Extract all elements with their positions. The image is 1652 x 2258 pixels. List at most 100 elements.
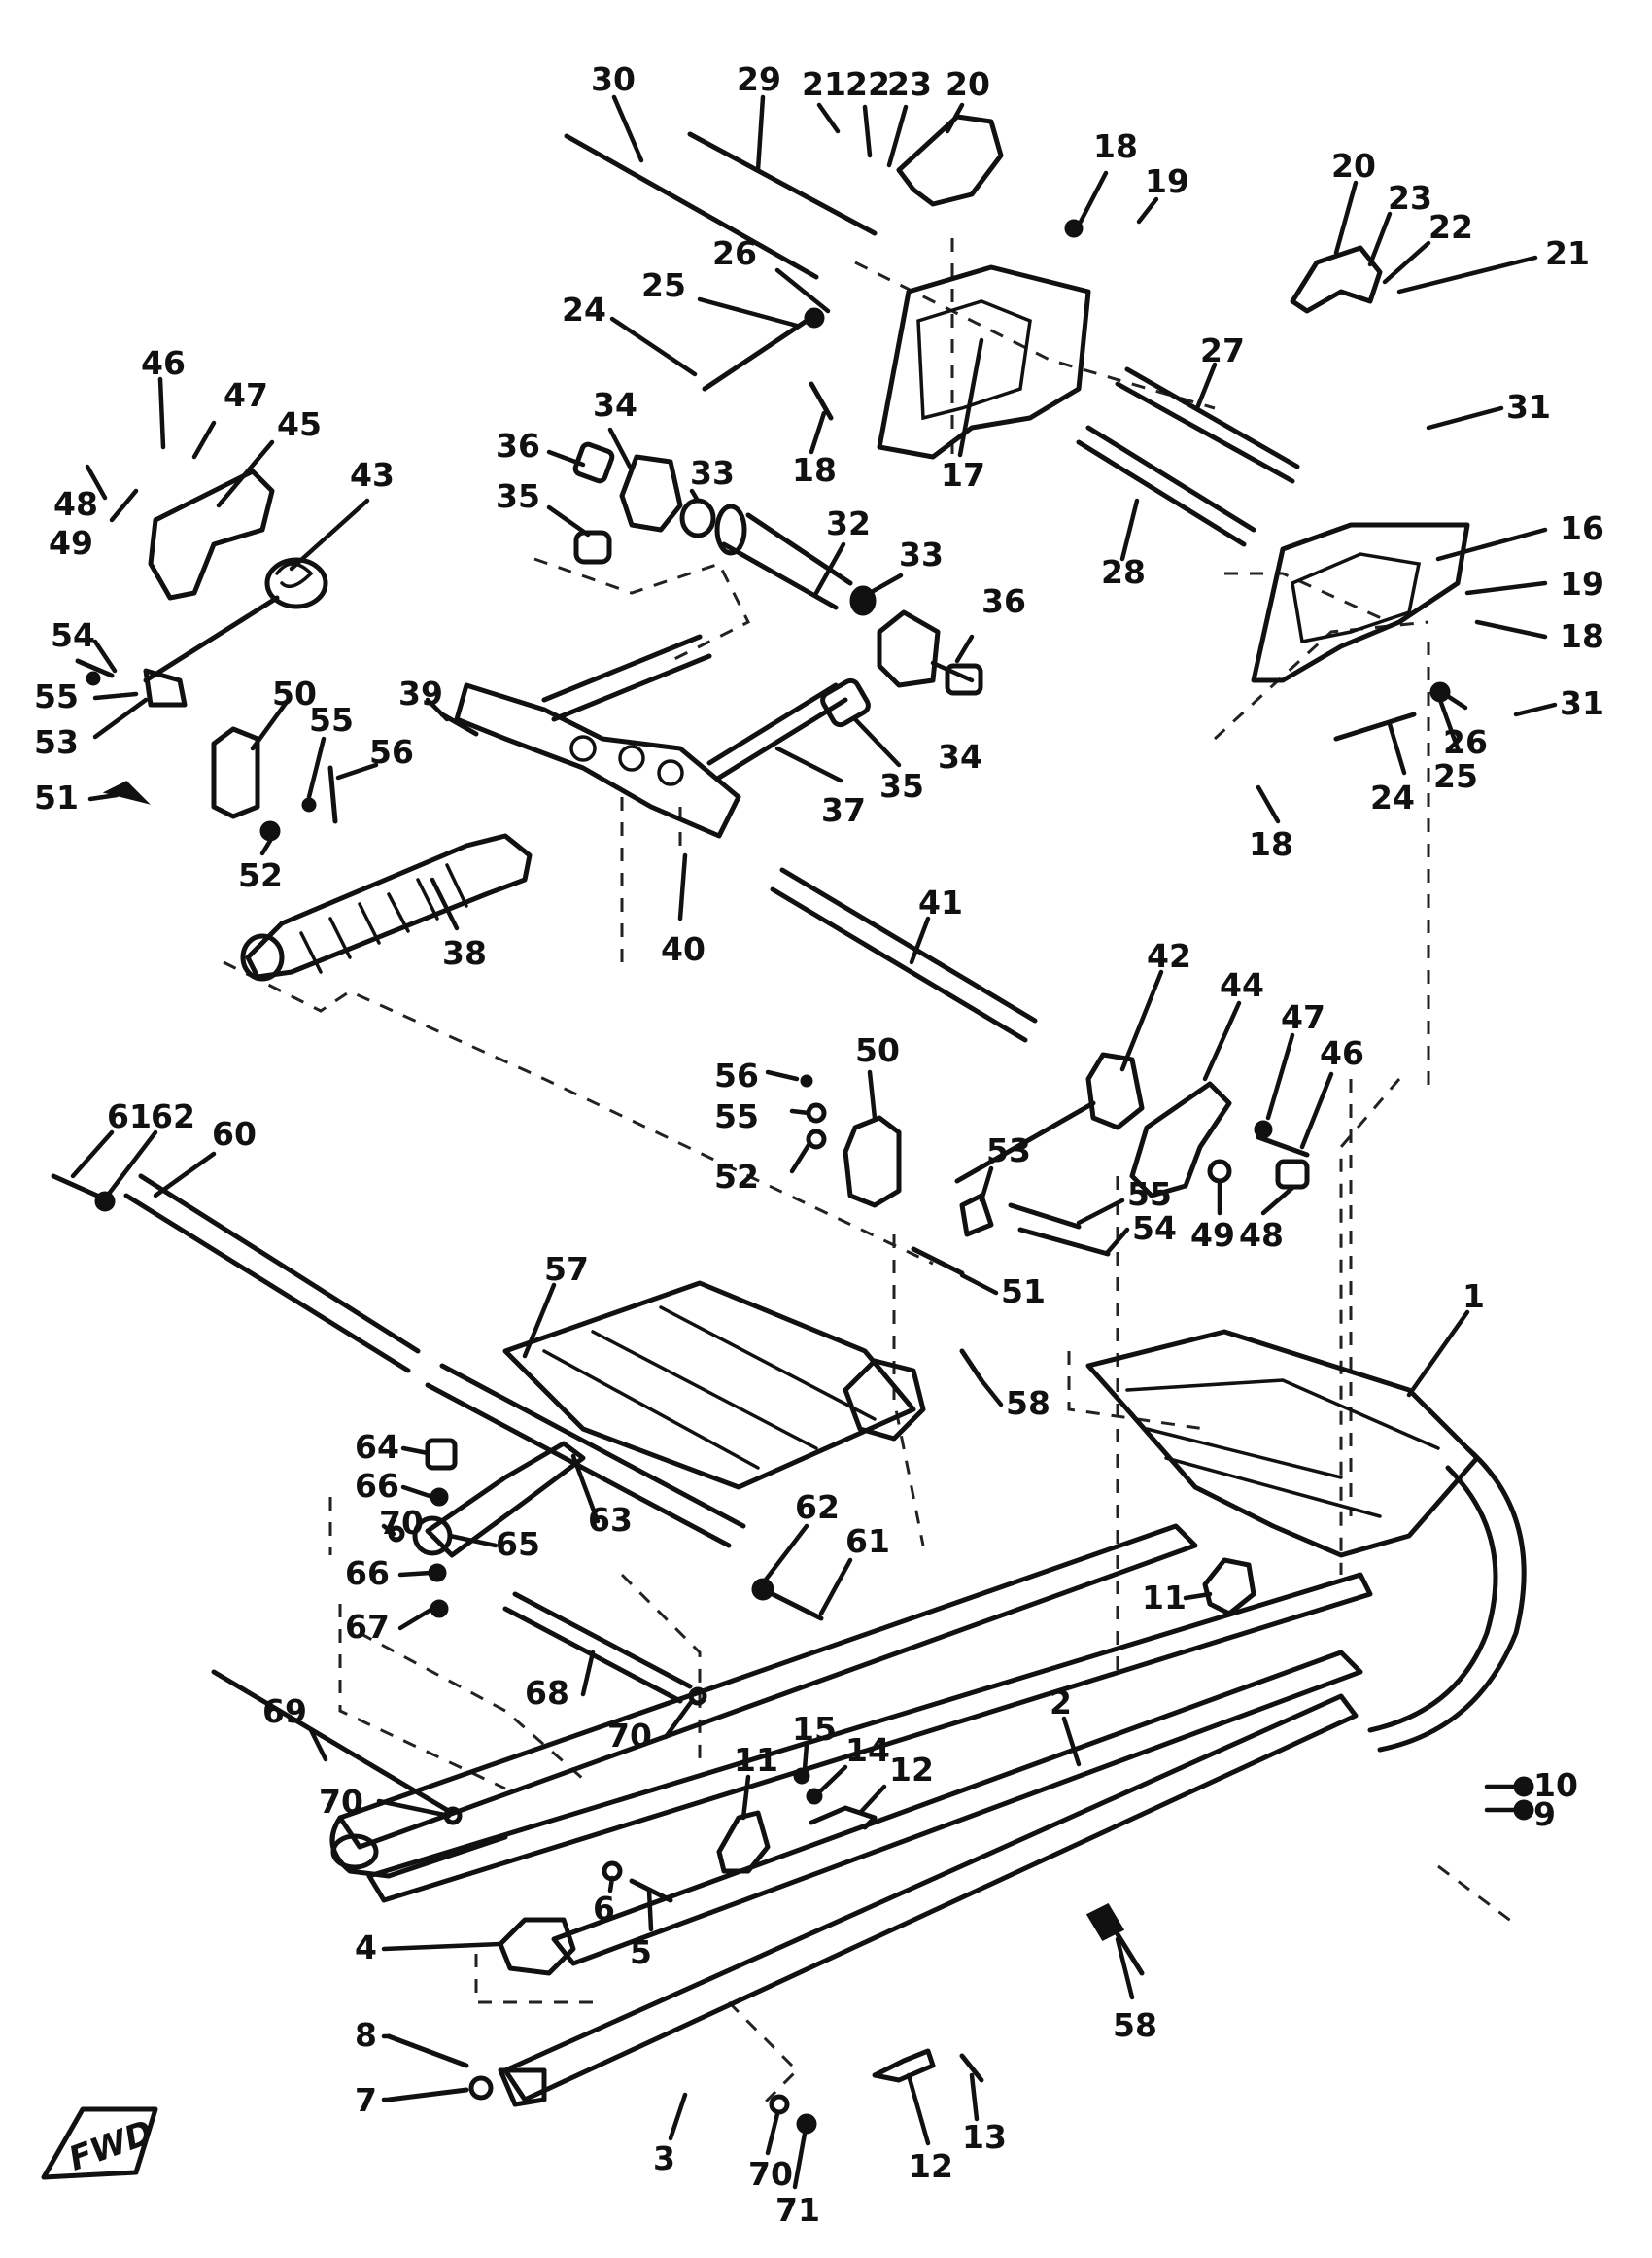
rail-curve-1 <box>1377 1445 1527 1753</box>
rail-2-eye <box>330 1833 379 1870</box>
block-53-middle <box>959 1193 994 1237</box>
callout-19b: 19 <box>1560 565 1604 603</box>
bolt-24-right <box>1333 712 1417 742</box>
callout-2: 2 <box>1050 1684 1072 1721</box>
callout-31b: 31 <box>1560 684 1604 722</box>
callout-70b: 70 <box>607 1717 652 1754</box>
callout-55b: 55 <box>309 701 354 739</box>
callout-70c: 70 <box>319 1783 363 1821</box>
callout-28: 28 <box>1101 553 1146 591</box>
callout-51: 51 <box>34 779 79 816</box>
bolt-54-left <box>75 658 115 678</box>
front-plate-1 <box>1085 1329 1480 1558</box>
bolt-58-lower <box>1085 1903 1125 1941</box>
swing-arm-hole-3 <box>657 759 684 786</box>
bolt-61-left <box>51 1173 100 1198</box>
callout-27: 27 <box>1200 331 1245 369</box>
callout-53: 53 <box>34 723 79 761</box>
shock-absorber-38 <box>245 833 533 980</box>
swing-arm-40 <box>454 682 741 839</box>
bracket-50-left <box>211 726 260 819</box>
callout-1: 1 <box>1463 1277 1485 1315</box>
callout-13: 13 <box>962 2118 1007 2156</box>
stopper-11-upper <box>1202 1557 1256 1616</box>
callout-22: 22 <box>845 65 890 103</box>
callout-62b: 62 <box>795 1488 840 1526</box>
callout-55d: 55 <box>1127 1175 1172 1213</box>
callout-69: 69 <box>262 1692 307 1730</box>
callout-14: 14 <box>845 1731 890 1769</box>
bolt-24-left <box>702 318 809 392</box>
swing-arm-40-tube <box>541 634 712 722</box>
callout-48b: 48 <box>1239 1216 1284 1254</box>
callout-62: 62 <box>151 1097 195 1135</box>
bolt-7 <box>386 2087 469 2102</box>
tube-27 <box>1115 366 1300 484</box>
washer-62-left <box>94 1191 116 1212</box>
callout-50b: 50 <box>855 1031 900 1069</box>
pivot-42 <box>1085 1052 1145 1130</box>
washer-70-bottom <box>769 2094 790 2115</box>
callout-25: 25 <box>641 266 686 304</box>
bushing-35-right <box>820 677 871 728</box>
callout-12b: 12 <box>909 2147 953 2185</box>
washer-62-right <box>751 1578 774 1601</box>
part-drawings <box>51 114 1534 2135</box>
fwd-label: FWD <box>64 2113 158 2179</box>
bushing-36-top <box>572 441 615 484</box>
callout-58b: 58 <box>1113 2006 1157 2044</box>
bushing-35-top <box>573 530 612 565</box>
callout-55: 55 <box>34 677 79 715</box>
washer-55-lower <box>1008 1202 1082 1230</box>
washer-55-middle <box>806 1102 827 1124</box>
spacer-25-left <box>804 307 825 329</box>
callout-26: 26 <box>712 234 757 272</box>
callout-49: 49 <box>49 524 93 562</box>
slide-rail-2-lower <box>366 1572 1373 1903</box>
bracket-34-top <box>619 454 683 533</box>
callout-3: 3 <box>653 2139 675 2177</box>
callout-68: 68 <box>525 1674 569 1712</box>
callout-11b: 11 <box>734 1741 778 1779</box>
clip-12-upper <box>809 1805 878 1830</box>
callout-23b: 23 <box>1388 179 1432 217</box>
callout-66b: 66 <box>345 1554 390 1592</box>
callout-60: 60 <box>212 1115 257 1153</box>
callout-16: 16 <box>1560 509 1604 547</box>
washer-49-right <box>1207 1159 1232 1184</box>
assembly-guide-lines <box>223 238 1517 2111</box>
bolt-51-left <box>102 781 151 805</box>
rail-curve-1-inner <box>1367 1465 1498 1733</box>
rod-37 <box>706 682 848 781</box>
callout-45: 45 <box>277 405 322 443</box>
callout-43: 43 <box>350 456 395 494</box>
callout-38: 38 <box>442 934 487 972</box>
callout-70d: 70 <box>748 2155 793 2193</box>
swing-arm-hole-2 <box>618 745 645 772</box>
bracket-57-right <box>843 1358 926 1442</box>
rod-42 <box>954 1100 1096 1184</box>
callout-41: 41 <box>918 884 963 921</box>
callout-57: 57 <box>544 1250 589 1288</box>
slide-rail-3-tip <box>498 2067 547 2107</box>
callout-56b: 56 <box>714 1057 759 1094</box>
callout-36b: 36 <box>981 582 1026 620</box>
callout-39: 39 <box>398 675 443 712</box>
callout-33b: 33 <box>899 536 944 573</box>
callout-50: 50 <box>272 675 317 712</box>
bolt-58-upper <box>959 1348 984 1383</box>
fwd-direction-marker: FWD <box>41 2106 158 2180</box>
callout-18: 18 <box>1093 127 1138 165</box>
callout-48: 48 <box>53 485 98 523</box>
callout-40: 40 <box>661 930 706 968</box>
bolt-64 <box>425 1438 458 1471</box>
nut-15 <box>793 1767 810 1785</box>
tube-41 <box>770 867 1038 1043</box>
callout-30: 30 <box>591 60 636 98</box>
callout-46b: 46 <box>1320 1034 1364 1072</box>
callout-56: 56 <box>369 733 414 771</box>
stopper-11-lower <box>716 1810 771 1874</box>
callout-42: 42 <box>1147 937 1191 975</box>
rod-30 <box>564 133 819 280</box>
